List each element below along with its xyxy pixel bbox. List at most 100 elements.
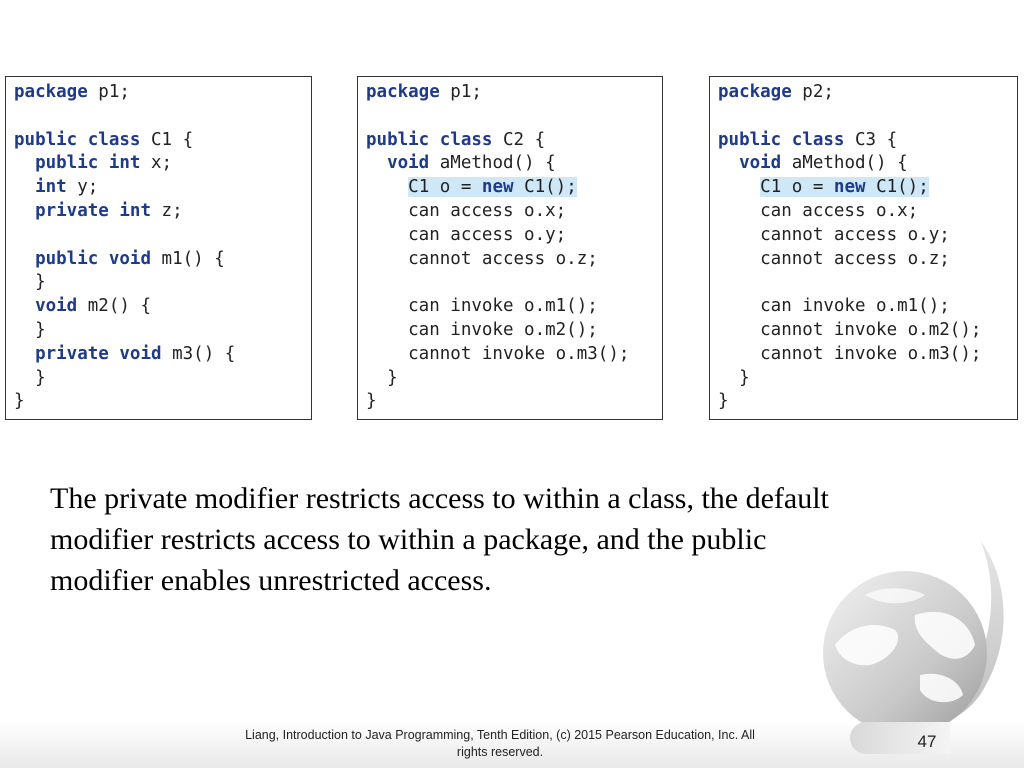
code-keyword: void (739, 153, 782, 174)
code-text: p2; (791, 82, 834, 102)
code-text: } (14, 319, 46, 340)
code-text (98, 249, 109, 269)
code-keyword: new (833, 177, 866, 198)
code-line: } (14, 390, 311, 414)
code-line: package p2; (718, 81, 1017, 105)
code-line: C1 o = new C1(); (718, 176, 1017, 200)
code-text: C1 { (140, 129, 194, 150)
code-text (429, 130, 440, 150)
code-line: public void m1() { (14, 248, 311, 272)
code-keyword: class (791, 129, 845, 150)
caption-line: modifier restricts access to within a pa… (50, 523, 767, 556)
code-keyword: void (35, 296, 78, 317)
code-text (718, 177, 760, 197)
code-keyword: package (718, 82, 792, 102)
code-text: cannot access o.z; (366, 248, 598, 269)
code-text: m1() { (151, 248, 225, 269)
code-text: cannot access o.y; (718, 224, 950, 245)
code-keyword: package (14, 82, 88, 102)
code-text (781, 130, 792, 150)
code-box-c3: package p2; public class C3 { void aMetho… (709, 76, 1018, 420)
code-keyword: private (35, 343, 109, 364)
code-line: void aMethod() { (366, 152, 662, 176)
code-text (718, 153, 739, 173)
code-text: cannot access o.z; (718, 248, 950, 269)
code-text: C1 o = (408, 177, 482, 198)
code-text (14, 296, 35, 316)
code-text: } (366, 367, 398, 388)
code-line: can access o.x; (718, 200, 1017, 224)
code-line: private int z; (14, 200, 311, 224)
code-text: can invoke o.m1(); (718, 296, 950, 317)
code-line: } (14, 367, 311, 391)
code-text (366, 153, 387, 173)
code-text (77, 130, 88, 150)
code-line: } (14, 319, 311, 343)
code-keyword: int (119, 200, 151, 221)
code-line: cannot access o.y; (718, 224, 1017, 248)
code-text: C2 { (492, 129, 546, 150)
caption-line: modifier enables unrestricted access. (50, 564, 492, 597)
code-keyword: void (108, 248, 151, 269)
code-line: void m2() { (14, 295, 311, 319)
code-text (14, 201, 35, 221)
code-text: p1; (87, 82, 130, 102)
code-keyword: int (108, 153, 141, 174)
code-keyword: public (14, 129, 78, 150)
code-box-c1: package p1;public class C1 { public int … (5, 76, 312, 420)
caption-text: The private modifier restricts access to… (50, 478, 970, 601)
code-text: aMethod() { (781, 153, 908, 174)
code-line: } (718, 390, 1017, 414)
page-number: 47 (917, 732, 937, 751)
code-line: } (718, 367, 1017, 391)
code-text: can access o.x; (366, 200, 567, 221)
code-line (366, 105, 662, 129)
code-text: C3 { (844, 129, 898, 150)
code-text: } (718, 391, 729, 412)
code-text: cannot invoke o.m3(); (718, 343, 982, 364)
code-text (109, 344, 120, 364)
code-text (366, 177, 408, 197)
code-text: cannot invoke o.m3(); (366, 343, 630, 364)
code-text (14, 153, 35, 173)
code-text: y; (66, 177, 99, 198)
code-text: C1(); (513, 177, 577, 198)
code-line: cannot access o.z; (718, 248, 1017, 272)
code-line: package p1; (366, 81, 662, 105)
code-text: m2() { (77, 296, 151, 317)
code-keyword: public (35, 153, 99, 174)
code-line: public int x; (14, 152, 311, 176)
code-text (14, 177, 35, 197)
code-line: can access o.x; (366, 200, 662, 224)
code-keyword: new (481, 177, 514, 198)
code-line: can invoke o.m2(); (366, 319, 662, 343)
code-line: int y; (14, 176, 311, 200)
code-text: C1 o = (760, 177, 834, 198)
code-text (109, 201, 120, 221)
code-line: private void m3() { (14, 343, 311, 367)
code-keyword: void (387, 153, 430, 174)
code-text: C1(); (865, 177, 929, 198)
code-text: p1; (439, 82, 482, 102)
code-line: void aMethod() { (718, 152, 1017, 176)
code-keyword: void (119, 343, 162, 364)
code-text (14, 249, 35, 269)
code-keyword: private (35, 200, 109, 221)
code-line: public class C2 { (366, 129, 662, 153)
globe-logo-icon (823, 540, 1004, 735)
code-line: can invoke o.m1(); (366, 295, 662, 319)
caption-line: The private modifier restricts access to… (50, 482, 829, 515)
code-text (14, 344, 35, 364)
code-keyword: public (35, 248, 99, 269)
code-text: can invoke o.m2(); (366, 319, 598, 340)
footer-copyright: Liang, Introduction to Java Programming,… (205, 727, 795, 761)
code-text (98, 153, 109, 173)
code-line: cannot invoke o.m2(); (718, 319, 1017, 343)
code-keyword: int (35, 177, 67, 198)
code-keyword: class (439, 129, 493, 150)
code-text: } (14, 367, 46, 388)
code-line: cannot invoke o.m3(); (718, 343, 1017, 367)
code-line: can access o.y; (366, 224, 662, 248)
code-keyword: public (718, 129, 782, 150)
page-number-tab (850, 722, 950, 754)
